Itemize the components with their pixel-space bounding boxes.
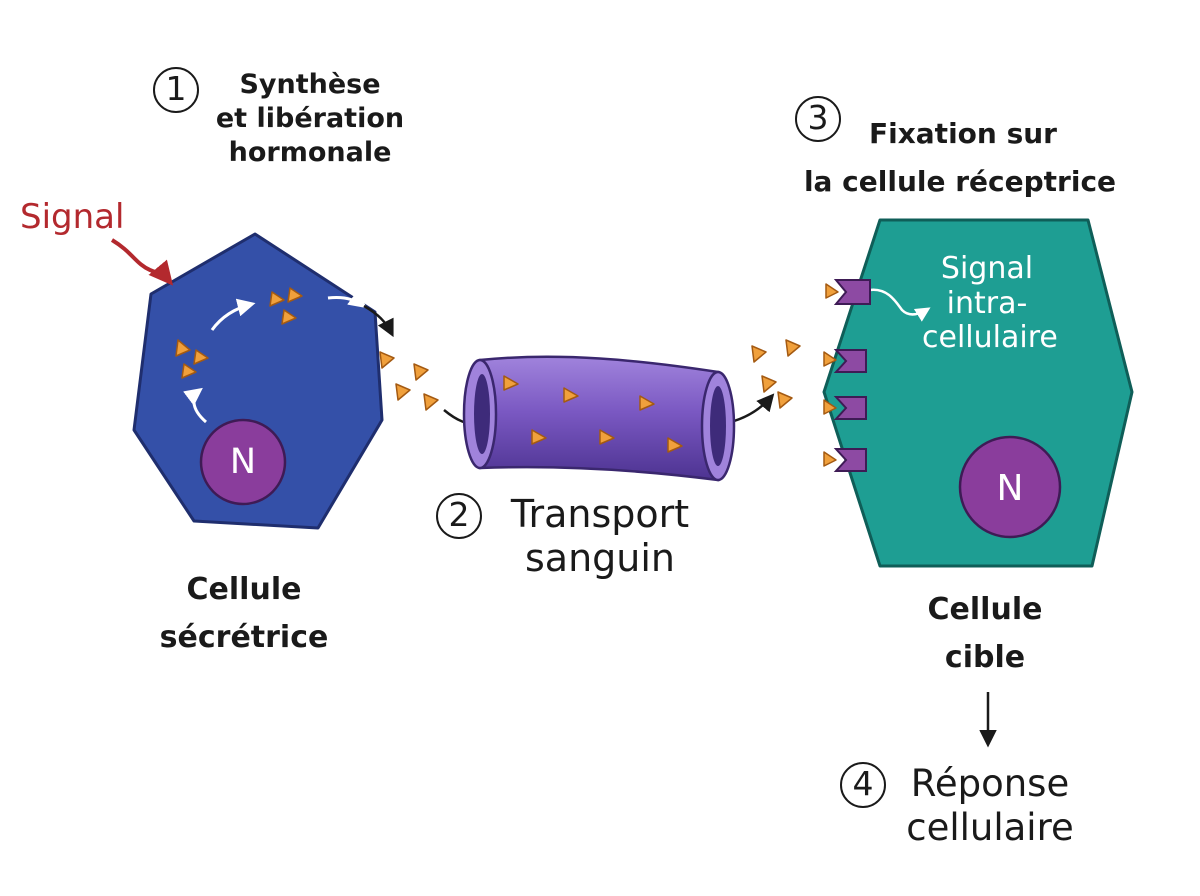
step-4-line-2: cellulaire bbox=[906, 806, 1074, 850]
secretory-cell-line-2: sécrétrice bbox=[159, 620, 329, 655]
synthesis-arrow-2 bbox=[210, 298, 256, 331]
step-3-line-2: la cellule réceptrice bbox=[803, 165, 1117, 198]
intracellular-signal-line-3: cellulaire bbox=[922, 320, 1058, 355]
intracellular-signal-line-1: Signal bbox=[940, 251, 1034, 286]
step-2-line-2: sanguin bbox=[524, 535, 675, 580]
target-cell-line-2: cible bbox=[944, 640, 1026, 675]
hormone-triangle-icon bbox=[175, 283, 839, 467]
blood-vessel-left-lumen bbox=[474, 374, 490, 454]
target-cell-line-1: Cellule bbox=[927, 592, 1043, 627]
target-nucleus-label: N bbox=[996, 468, 1024, 509]
release-arrow bbox=[363, 304, 394, 338]
secretion-arrow bbox=[327, 290, 367, 309]
step-2-number: 2 bbox=[436, 493, 482, 539]
step-1-line-3: hormonale bbox=[228, 136, 392, 168]
intracellular-signal-line-2: intra- bbox=[946, 285, 1028, 321]
secretory-nucleus bbox=[199, 418, 287, 506]
step-4-line-1: Réponse bbox=[910, 762, 1070, 805]
secretory-cell-line-1: Cellule bbox=[186, 572, 302, 607]
step-1-line-2: et libération bbox=[215, 102, 405, 134]
target-nucleus bbox=[958, 435, 1062, 539]
step-1-label: Synthèse et libération hormonale bbox=[210, 68, 410, 169]
blood-vessel-body bbox=[478, 355, 720, 482]
secretory-cell-body bbox=[132, 232, 384, 530]
step-3-number: 3 bbox=[795, 96, 841, 142]
input-signal-arrow bbox=[110, 238, 174, 286]
secretory-cell-label: Cellule sécrétrice bbox=[134, 566, 354, 662]
intracellular-signal-arrow bbox=[869, 288, 931, 322]
step-4-number: 4 bbox=[840, 762, 886, 808]
step-1-line-1: Synthèse bbox=[239, 69, 381, 100]
receptor-icon bbox=[833, 279, 871, 472]
step-2-line-1: Transport bbox=[510, 492, 690, 536]
input-signal-label: Signal bbox=[20, 197, 125, 237]
target-cell-label: Cellule cible bbox=[880, 586, 1090, 682]
step-2-label: Transport sanguin bbox=[490, 492, 710, 580]
intracellular-signal-label: Signal intra- cellulaire bbox=[922, 251, 1058, 356]
step-1-number: 1 bbox=[153, 67, 199, 113]
step-4-label: Réponse cellulaire bbox=[890, 762, 1090, 851]
step-3-line-1: Fixation sur bbox=[869, 117, 1057, 150]
secretory-nucleus-label: N bbox=[229, 442, 257, 482]
synthesis-arrow-1 bbox=[183, 387, 208, 424]
blood-vessel-right-lumen bbox=[710, 386, 726, 466]
